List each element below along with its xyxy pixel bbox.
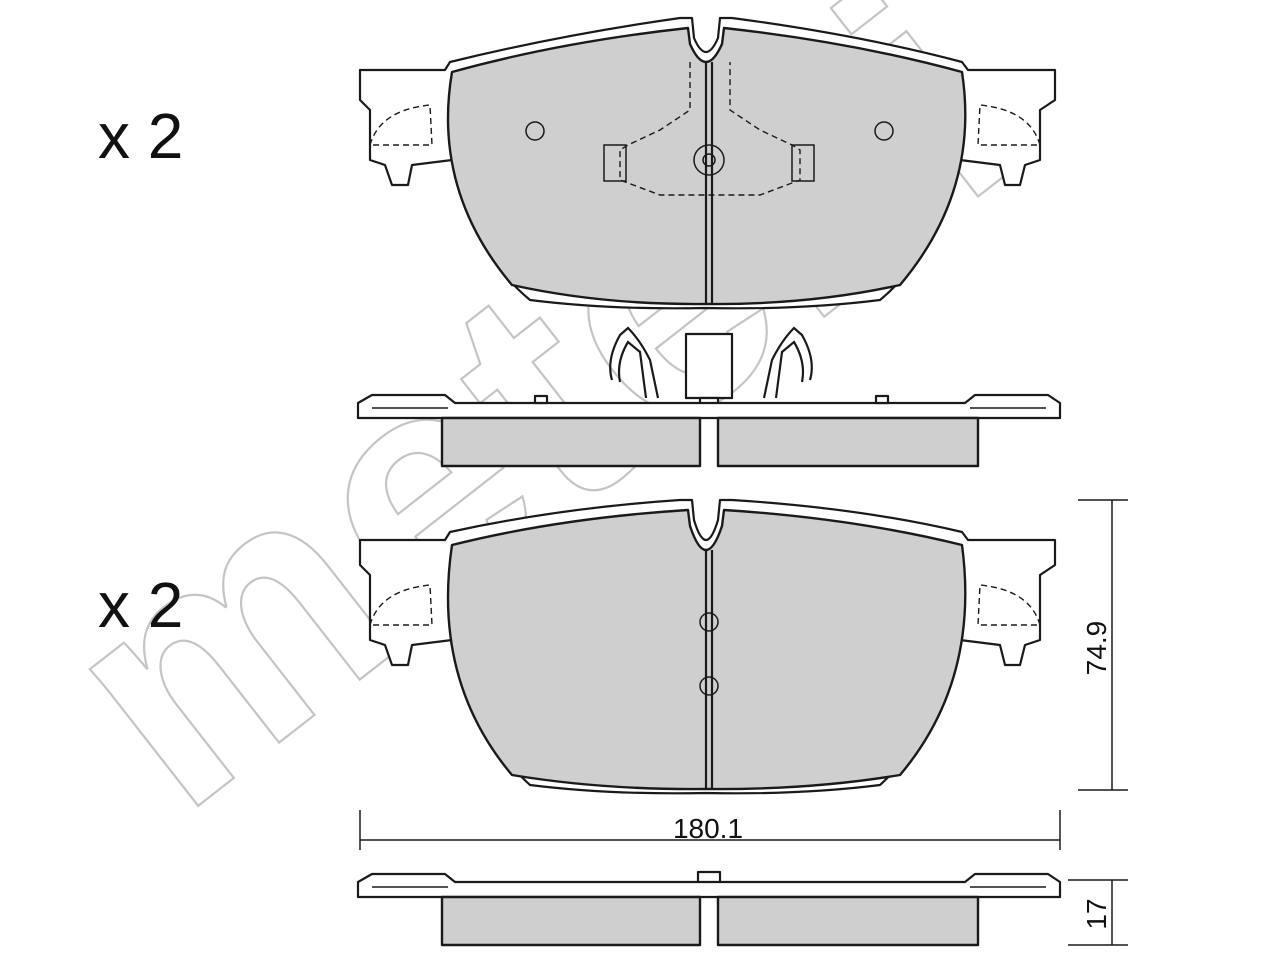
spring-clip-left: [609, 326, 660, 399]
top-pad-front-view: [358, 16, 1057, 310]
top-quantity-label: x 2: [98, 100, 183, 172]
top-pad-center-hole: [693, 144, 725, 176]
top-pad-ear-right: [977, 104, 1041, 146]
top-pad-clip-right: [791, 144, 815, 182]
top-pad-ear-left: [369, 104, 433, 146]
top-side-friction-material: [440, 416, 702, 468]
spring-clip-left-inner: [617, 340, 648, 399]
dimension-height: [1078, 499, 1128, 791]
center-clip: [684, 332, 734, 400]
bottom-side-friction-material: [440, 895, 702, 947]
spring-clip-right: [762, 326, 813, 399]
height-dimension-label: 74.9: [1081, 621, 1112, 676]
top-side-friction-material-right: [716, 416, 980, 468]
spring-clip-right-inner: [774, 340, 805, 399]
dimension-width: [359, 810, 1061, 850]
top-pad-side-view: [356, 326, 1062, 468]
top-pad-hole-right: [874, 121, 894, 141]
bottom-pad-side-view: [356, 870, 1062, 947]
bottom-pad-front-view: [358, 498, 1057, 795]
plate-tab-right: [874, 394, 890, 405]
width-dimension-label: 180.1: [673, 813, 743, 844]
plate-tab-left: [533, 394, 549, 405]
top-pad-clip-left: [603, 144, 627, 182]
top-pad-hole-left: [525, 121, 545, 141]
top-pad-spring-outline: [619, 62, 801, 196]
dimension-thickness: [1068, 879, 1128, 946]
bottom-pad-ear-right: [977, 584, 1041, 626]
top-pad-center-hole-inner: [702, 153, 716, 167]
bottom-pad-ear-left: [369, 584, 433, 626]
thickness-dimension-label: 17: [1081, 898, 1112, 929]
bottom-side-friction-material-right: [716, 895, 980, 947]
bottom-pad-hole-lower: [699, 676, 719, 696]
bottom-quantity-label: x 2: [98, 569, 183, 641]
bottom-pad-hole-upper: [699, 612, 719, 632]
